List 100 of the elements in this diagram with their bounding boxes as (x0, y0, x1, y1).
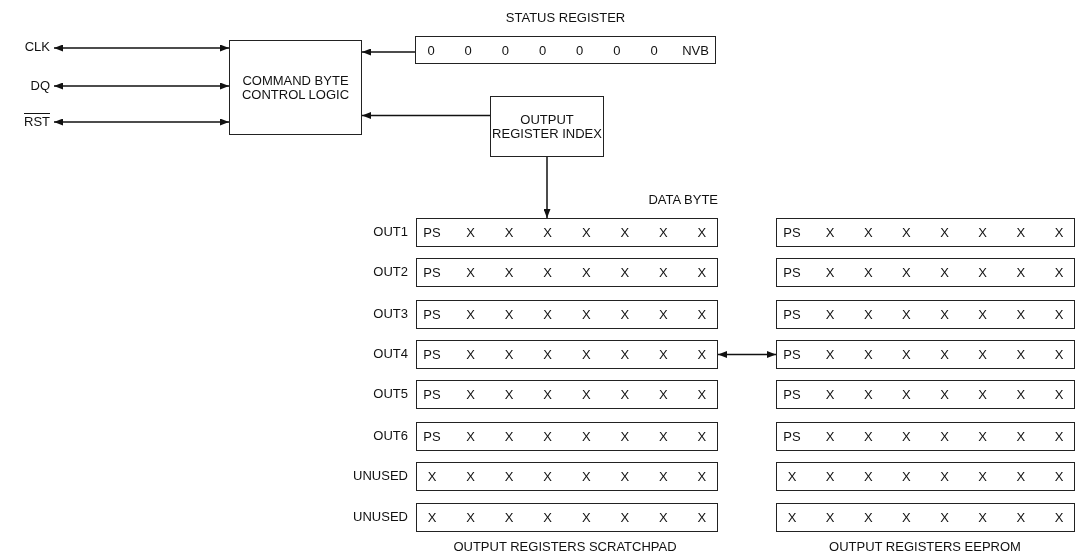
row-label: OUT1 (372, 224, 408, 239)
bit-value: X (426, 469, 438, 484)
pin-label: DQ (10, 77, 50, 95)
bit-value: X (939, 510, 950, 525)
bit-value: X (658, 429, 669, 444)
bit-value: X (658, 265, 669, 280)
bit-value: X (503, 265, 515, 280)
pin-label: CLK (10, 38, 50, 56)
bit-value: X (542, 429, 553, 444)
bit-value: PS (423, 387, 441, 402)
bit-value: X (977, 307, 989, 322)
row-label: OUT3 (372, 306, 408, 321)
bit-value: PS (423, 265, 441, 280)
bit-value: 0 (649, 42, 659, 58)
bit-value: X (658, 307, 669, 322)
bit-value: X (580, 225, 592, 240)
bit-value: X (619, 225, 631, 240)
row-label: OUT2 (372, 264, 408, 279)
section-label: OUTPUT REGISTERS SCRATCHPAD (452, 539, 678, 554)
bit-value: X (901, 469, 912, 484)
bit-value: X (824, 225, 836, 240)
bit-value: X (862, 265, 874, 280)
bit-value: X (465, 510, 476, 525)
bit-value: X (696, 225, 708, 240)
bit-value: X (901, 510, 912, 525)
arrow (361, 48, 416, 56)
row-label: OUT6 (372, 428, 408, 443)
register-box (776, 422, 1075, 451)
bit-value: PS (423, 347, 441, 362)
bit-value: X (1053, 510, 1065, 525)
bit-value: PS (423, 307, 441, 322)
bit-value: X (1015, 387, 1027, 402)
register-box (776, 503, 1075, 532)
row-label: UNUSED (352, 468, 408, 483)
bit-value: X (542, 387, 553, 402)
bit-value: X (696, 307, 708, 322)
bit-value: PS (783, 307, 801, 322)
bit-value: PS (783, 225, 801, 240)
register-box (415, 36, 716, 64)
bit-value: 0 (537, 42, 548, 58)
bit-value: X (580, 265, 592, 280)
bit-value: X (503, 387, 515, 402)
section-label: DATA BYTE (647, 192, 718, 207)
bit-value: X (696, 429, 708, 444)
bit-value: 0 (612, 42, 622, 58)
register-box (776, 258, 1075, 287)
bit-value: X (465, 307, 476, 322)
bit-value: X (619, 307, 631, 322)
bit-value: X (1053, 469, 1065, 484)
bit-value: X (862, 347, 874, 362)
bit-value: X (542, 265, 553, 280)
bit-value: X (580, 469, 592, 484)
bit-value: 0 (426, 42, 436, 58)
bit-value: PS (783, 387, 801, 402)
bit-value: X (658, 225, 669, 240)
bit-value: X (824, 347, 836, 362)
bit-value: X (1015, 510, 1027, 525)
bit-value: X (824, 510, 836, 525)
bit-value: X (977, 347, 989, 362)
bit-value: X (1053, 225, 1065, 240)
bit-value: X (503, 225, 515, 240)
register-box (776, 218, 1075, 247)
bit-value: PS (783, 347, 801, 362)
arrow (361, 112, 491, 119)
bit-value: X (939, 347, 950, 362)
bit-value: X (977, 510, 989, 525)
bit-value: PS (423, 429, 441, 444)
bit-value: X (465, 265, 476, 280)
bit-value: X (939, 469, 950, 484)
bit-value: X (696, 469, 708, 484)
block-box: OUTPUT REGISTER INDEX (490, 96, 604, 157)
bit-value: X (465, 469, 476, 484)
register-box (776, 300, 1075, 329)
bit-value: X (426, 510, 438, 525)
bit-value: NVB (682, 42, 709, 58)
bit-value: X (503, 307, 515, 322)
bit-value: X (580, 307, 592, 322)
bit-value: X (977, 225, 989, 240)
bit-value: X (619, 347, 631, 362)
bit-value: X (862, 387, 874, 402)
bit-value: X (1015, 265, 1027, 280)
bit-value: X (1015, 429, 1027, 444)
arrow (543, 156, 551, 219)
bit-value: X (580, 429, 592, 444)
bit-value: X (901, 307, 912, 322)
register-box (416, 300, 718, 329)
bit-value: X (542, 469, 553, 484)
register-box (416, 503, 718, 532)
bit-value: X (580, 387, 592, 402)
bit-value: X (465, 225, 476, 240)
bit-value: X (977, 469, 989, 484)
register-box (416, 462, 718, 491)
bit-value: X (901, 225, 912, 240)
bit-value: X (1015, 469, 1027, 484)
bit-value: X (503, 510, 515, 525)
bit-value: X (862, 225, 874, 240)
bit-value: X (939, 387, 950, 402)
bit-value: X (465, 387, 476, 402)
bit-value: X (939, 265, 950, 280)
row-label: UNUSED (352, 509, 408, 524)
